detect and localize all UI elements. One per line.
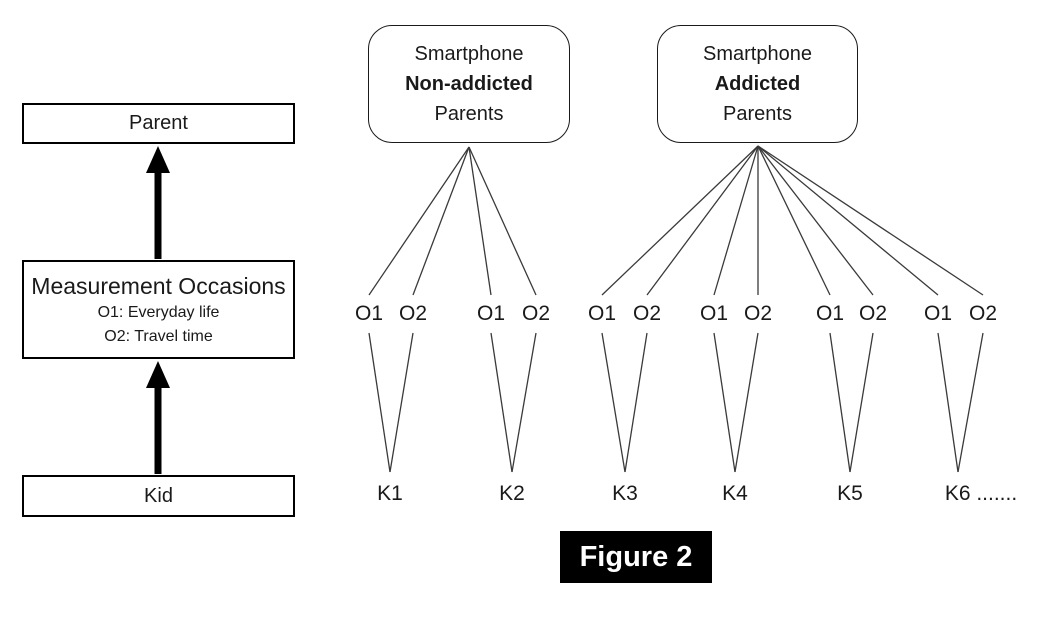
occasion-label: O1 [815, 302, 845, 325]
fan-non-addicted [368, 146, 537, 296]
occasion2-definition: O2: Travel time [104, 327, 213, 345]
occasion-label: O2 [398, 302, 428, 325]
occasion1-definition: O1: Everyday life [97, 303, 220, 321]
addicted-parents-box: Smartphone Addicted Parents [657, 25, 858, 143]
kid-label: K6 ....... [944, 482, 1018, 505]
group-line-top: Smartphone [414, 43, 524, 65]
kid-label: K2 [499, 482, 525, 505]
group-line-top: Smartphone [703, 43, 812, 65]
occasion-label: O1 [923, 302, 953, 325]
figure-caption-label: Figure 2 [579, 540, 693, 573]
connector-line [490, 332, 513, 473]
connector-line [389, 332, 414, 473]
occasion-label: O1 [476, 302, 506, 325]
group-line-bottom: Parents [723, 103, 792, 125]
measurement-occasions-box: Measurement Occasions O1: Everyday life … [22, 260, 295, 359]
group-line-middle: Addicted [714, 73, 801, 95]
occasion-label: O1 [354, 302, 384, 325]
connector-line [937, 332, 959, 473]
fan-line [757, 145, 874, 296]
connector-line [849, 332, 874, 473]
arrow-head-icon [146, 146, 170, 173]
connector-line [624, 332, 648, 473]
connector-line [713, 332, 736, 473]
fan-line [601, 145, 759, 296]
measurement-box-title: Measurement Occasions [31, 272, 286, 299]
occasion-label: O2 [743, 302, 773, 325]
connector-line [829, 332, 851, 473]
group-line-bottom: Parents [434, 103, 504, 125]
connector-line [734, 332, 759, 473]
occasion-to-kid-lines [368, 332, 984, 473]
non-addicted-parents-box: Smartphone Non-addicted Parents [368, 25, 570, 143]
parent-box-label: Parent [129, 112, 188, 134]
kid-label: K1 [377, 482, 403, 505]
occasion-label: O1 [699, 302, 729, 325]
fan-line [713, 145, 759, 296]
figure-caption-box: Figure 2 [560, 531, 712, 583]
fan-addicted [601, 145, 984, 296]
fan-line [757, 145, 939, 296]
fan-line [757, 145, 831, 296]
occasion-label: O2 [858, 302, 888, 325]
kid-box-label: Kid [144, 484, 173, 507]
connector-line [957, 332, 984, 473]
kid-label: K3 [612, 482, 638, 505]
fan-line [368, 146, 470, 296]
occasion-label: O2 [968, 302, 998, 325]
fan-line [412, 146, 470, 296]
connector-line [601, 332, 626, 473]
occasion-label: O2 [521, 302, 551, 325]
occasion-label: O1 [587, 302, 617, 325]
kid-label: K5 [837, 482, 863, 505]
occasion-label: O2 [632, 302, 662, 325]
group-line-middle: Non-addicted [405, 73, 533, 95]
fan-line [646, 145, 759, 296]
kid-label: K4 [722, 482, 748, 505]
kid-to-measurement-arrow [146, 361, 170, 474]
parent-box: Parent [22, 103, 295, 144]
kid-box: Kid [22, 475, 295, 517]
fan-line [468, 146, 537, 296]
connector-line [368, 332, 391, 473]
arrow-head-icon [146, 361, 170, 388]
fan-line [468, 146, 492, 296]
connector-line [511, 332, 537, 473]
fan-line [757, 145, 984, 296]
measurement-to-parent-arrow [146, 146, 170, 259]
